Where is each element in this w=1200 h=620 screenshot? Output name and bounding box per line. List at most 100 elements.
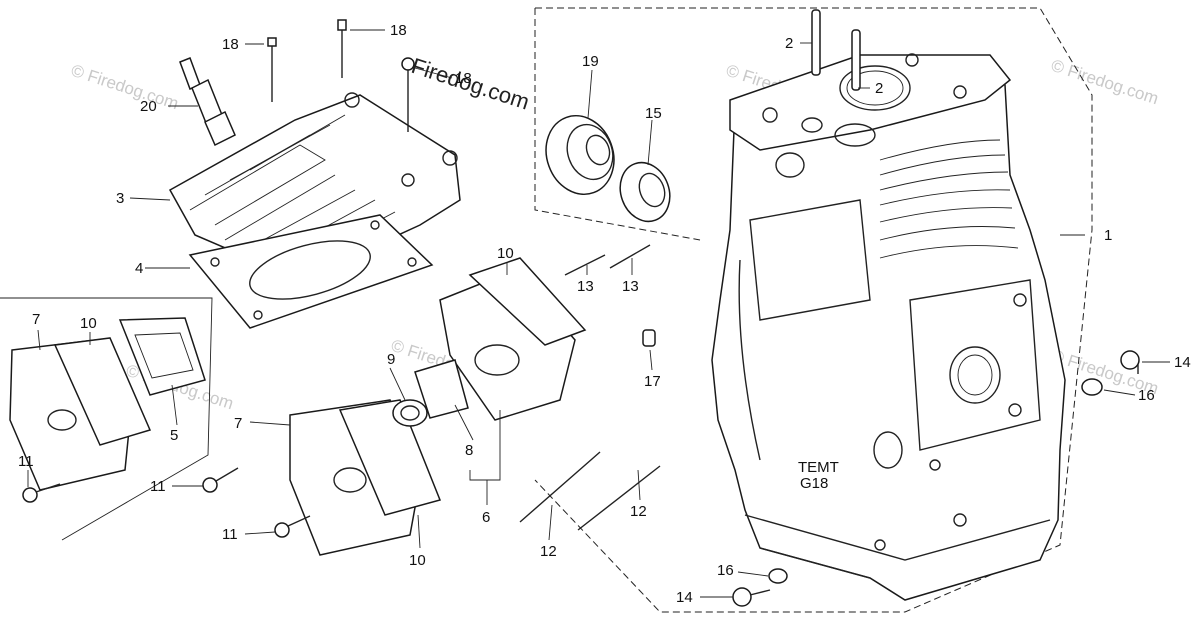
callout-3: 3 xyxy=(116,190,124,207)
callout-18: 18 xyxy=(390,22,407,39)
deck-hole xyxy=(953,85,967,99)
head-gasket-bore xyxy=(249,240,371,300)
valve-port xyxy=(801,117,823,133)
callout-9: 9 xyxy=(387,351,395,368)
bolt-boss xyxy=(874,539,886,551)
head-cover-bolt-hole xyxy=(401,173,415,187)
callout-12: 12 xyxy=(540,543,557,560)
breather-tube-port xyxy=(474,344,520,376)
long-stud xyxy=(519,451,601,523)
callout-14: 14 xyxy=(1174,354,1191,371)
bearing-race xyxy=(566,123,614,181)
head-cover-fins xyxy=(189,114,396,271)
callout-6: 6 xyxy=(482,509,490,526)
dowel-pins xyxy=(811,9,861,91)
breather-valve xyxy=(414,359,469,419)
breather-separator xyxy=(118,317,206,396)
bolt-shank xyxy=(215,467,239,482)
head-gasket-hole xyxy=(407,257,417,267)
callout-2: 2 xyxy=(785,35,793,52)
bolt-boss xyxy=(1008,403,1022,417)
head-bolts xyxy=(267,19,415,132)
bolt-head xyxy=(337,19,347,31)
crankcase-window xyxy=(749,199,871,321)
breather-group-outline xyxy=(0,297,213,541)
washer xyxy=(768,568,788,584)
callout-7: 7 xyxy=(234,415,242,432)
long-stud xyxy=(577,465,661,531)
callout-15: 15 xyxy=(645,105,662,122)
base-flange xyxy=(744,514,1051,561)
stud xyxy=(609,244,651,269)
breather-ring-bore xyxy=(400,405,420,421)
bolt-head xyxy=(274,522,290,538)
bolt-boss xyxy=(1013,293,1027,307)
bolt-shank xyxy=(35,483,61,493)
callout-14: 14 xyxy=(676,589,693,606)
head-cover-bolt-hole xyxy=(344,92,360,108)
breather-center xyxy=(289,399,442,556)
head-gasket-hole xyxy=(253,310,263,320)
callout-11: 11 xyxy=(150,478,166,495)
leader-lines xyxy=(27,29,1170,598)
callout-18: 18 xyxy=(455,70,472,87)
callout-labels: 1 2 2 3 4 5 6 7 7 8 9 10 10 10 11 11 11 … xyxy=(18,22,1191,606)
breather-tube-gasket xyxy=(468,257,587,346)
callout-12: 12 xyxy=(630,503,647,520)
stud xyxy=(564,254,606,276)
intake-boss xyxy=(775,152,805,178)
callout-2: 2 xyxy=(875,80,883,97)
bolt-head xyxy=(1120,350,1140,370)
bearing-bore xyxy=(585,134,611,166)
bolt-head xyxy=(267,37,277,47)
callout-18: 18 xyxy=(222,36,239,53)
head-gasket xyxy=(188,214,434,329)
callout-13: 13 xyxy=(622,278,639,295)
head-gasket-hole xyxy=(210,257,220,267)
breather-left xyxy=(9,317,206,491)
breather-gasket xyxy=(53,337,152,446)
head-gasket-hole xyxy=(370,220,380,230)
callout-16: 16 xyxy=(1138,387,1155,404)
deck-hole xyxy=(905,53,919,67)
callout-11: 11 xyxy=(222,526,238,543)
callout-1: 1 xyxy=(1104,227,1112,244)
crankcase-group-outline xyxy=(534,7,1093,613)
cylinder-bore xyxy=(839,65,911,111)
bolt-shank xyxy=(749,589,771,596)
bolt-head xyxy=(202,477,218,493)
washer xyxy=(1081,378,1103,396)
spark-plug-terminal xyxy=(179,57,201,90)
callout-10: 10 xyxy=(409,552,426,569)
crank-bearing-bore-inner xyxy=(957,354,993,396)
head-cover-bolt-hole xyxy=(442,150,458,166)
crank-bearing-bore xyxy=(949,346,1001,404)
crankcase-rib xyxy=(738,259,761,461)
dowel-pin xyxy=(851,29,861,91)
callout-4: 4 xyxy=(135,260,143,277)
governor-boss xyxy=(873,431,903,469)
callout-10: 10 xyxy=(497,245,514,262)
callout-20: 20 xyxy=(140,98,157,115)
crankcase-pocket xyxy=(909,279,1041,451)
watermark-tile: © Firedog.com xyxy=(1049,56,1161,109)
casting-mark: G18 xyxy=(800,475,828,492)
callout-8: 8 xyxy=(465,442,473,459)
bearings xyxy=(545,115,671,223)
oil-seal-lip xyxy=(638,172,666,208)
head-gasket-plate xyxy=(188,214,434,329)
bolt-head xyxy=(22,487,38,503)
callout-16: 16 xyxy=(717,562,734,579)
watermark-tile: © Firedog.com xyxy=(69,61,181,114)
bolt-shank xyxy=(287,515,311,527)
breather-gasket xyxy=(338,399,442,516)
oil-seal xyxy=(619,161,671,223)
cooling-fins xyxy=(879,139,1019,259)
bolt-head xyxy=(732,587,752,607)
crankcase-block: TEMT G18 xyxy=(711,53,1066,601)
callout-5: 5 xyxy=(170,427,178,444)
bearing-group-outline xyxy=(534,8,701,241)
deck-hole xyxy=(762,107,778,123)
bolt-boss xyxy=(953,513,967,527)
